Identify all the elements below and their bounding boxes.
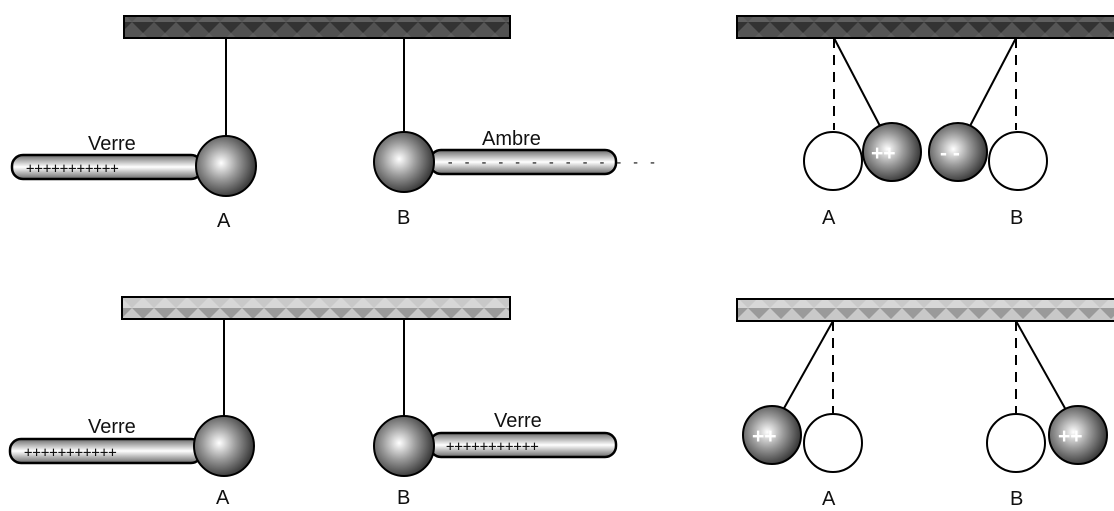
panel-top-right: ++ - - A B <box>736 15 1114 229</box>
thread-a <box>782 320 834 411</box>
sphere-b-charge: ++ <box>1058 425 1083 448</box>
sphere-b <box>373 415 435 477</box>
sphere-a-label: A <box>216 487 230 509</box>
rod-charges: +++++++++++ <box>446 439 539 455</box>
sphere-a-charge: ++ <box>871 142 896 165</box>
panel-bottom-left: +++++++++++ Verre A +++++++++++ Verre B <box>8 296 618 509</box>
panel-bottom-right: ++ ++ A B <box>736 298 1114 510</box>
rod-label: Verre <box>88 416 136 438</box>
rod-charges: +++++++++++ <box>24 445 117 461</box>
sphere-a-label: A <box>822 488 836 510</box>
sphere-b-label: B <box>1010 207 1023 229</box>
sphere-a-label: A <box>217 210 231 232</box>
sphere-a-rest-position <box>803 413 863 473</box>
support-bar <box>736 15 1114 39</box>
rod-label: Ambre <box>482 128 541 150</box>
sphere-b-label: B <box>397 487 410 509</box>
sphere-a <box>742 405 802 465</box>
sphere-a-charge: ++ <box>752 425 777 448</box>
sphere-a-rest-position <box>803 131 863 191</box>
sphere-a <box>195 135 257 197</box>
sphere-a-label: A <box>822 207 836 229</box>
sphere-b-label: B <box>397 207 410 229</box>
sphere-a <box>193 415 255 477</box>
support-bar <box>121 296 511 320</box>
sphere-b <box>1048 405 1108 465</box>
sphere-b <box>928 122 988 182</box>
thread-b <box>1015 320 1067 411</box>
sphere-b-rest-position <box>986 413 1046 473</box>
rod-label: Verre <box>494 410 542 432</box>
panel-top-left: +++++++++++ Verre A - - - - - - - - - - … <box>10 15 657 232</box>
sphere-b-charge: - - <box>940 142 960 165</box>
sphere-a <box>862 122 922 182</box>
support-bar <box>736 298 1114 322</box>
rod-charges: +++++++++++ <box>26 161 119 177</box>
sphere-b-rest-position <box>988 131 1048 191</box>
thread-a <box>833 37 881 127</box>
sphere-b-label: B <box>1010 488 1023 510</box>
support-bar <box>123 15 511 39</box>
rod-label: Verre <box>88 133 136 155</box>
rod-charges: - - - - - - - - - - - - - <box>446 155 657 171</box>
sphere-b <box>373 131 435 193</box>
thread-b <box>969 37 1017 127</box>
